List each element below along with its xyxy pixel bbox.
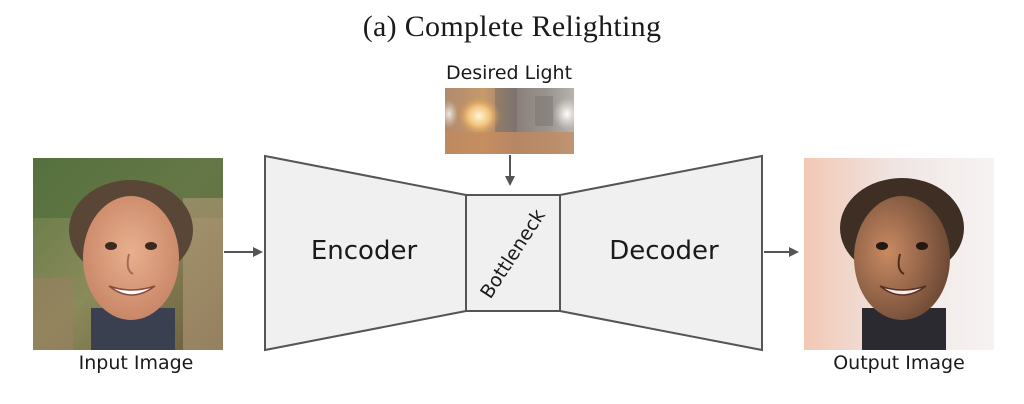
encoder-label: Encoder: [311, 236, 418, 266]
output-image-label: Output Image: [833, 352, 965, 374]
decoder-label: Decoder: [609, 236, 719, 266]
desired-light-label: Desired Light: [445, 62, 573, 84]
input-image-label: Input Image: [78, 352, 194, 374]
decoder-block: [559, 154, 763, 352]
output-image: [804, 158, 994, 350]
bottleneck-block: [465, 194, 561, 312]
desired-light-image: [445, 88, 574, 154]
input-image: [33, 158, 223, 350]
figure-title: (a) Complete Relighting: [362, 10, 662, 43]
